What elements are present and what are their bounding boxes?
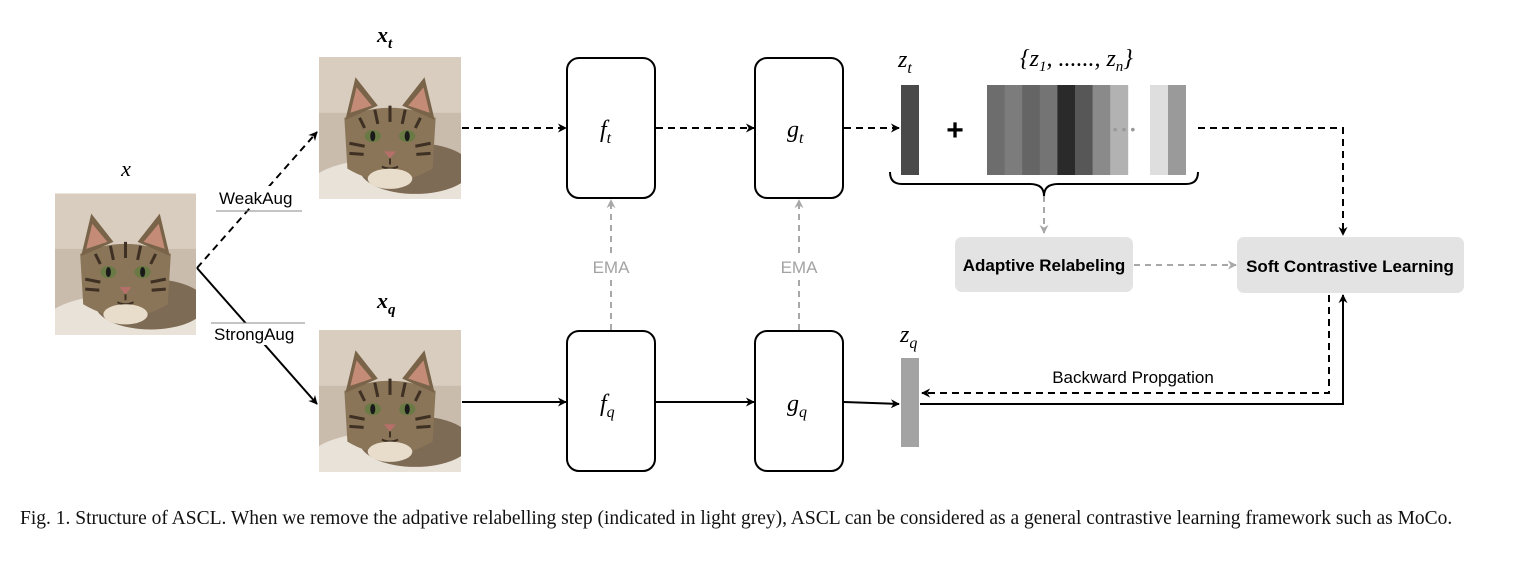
adaptive-relabeling-box: [955, 237, 1133, 292]
gt-projector-box: [754, 57, 844, 199]
queue-bar: [1022, 85, 1041, 175]
fq-label: fq: [600, 391, 615, 421]
backward-propagation-label: Backward Propgation: [1052, 368, 1214, 387]
zt-feature-bar: [901, 85, 919, 175]
figure-caption: Fig. 1. Structure of ASCL. When we remov…: [20, 508, 1453, 529]
gq-projector-box: [754, 330, 844, 472]
ema-label-g: EMA: [781, 258, 819, 277]
zq-label: zq: [899, 322, 917, 352]
ema-label-f: EMA: [593, 258, 631, 277]
xt-label: xt: [376, 22, 393, 52]
ft-encoder-box: [566, 57, 656, 199]
weak-aug-label: WeakAug: [219, 189, 292, 208]
queue-bar: [1075, 85, 1093, 175]
plus-sign: +: [946, 114, 964, 147]
ft-label: ft: [600, 117, 612, 147]
gt-label: gt: [787, 117, 804, 147]
queue-label: {z1, ......, zn}: [1020, 46, 1133, 75]
ascl-diagram: x xt xq WeakAug StrongAug ft fq gt gq: [55, 22, 1464, 472]
xq-label: xq: [376, 288, 396, 318]
zq-feature-bar: [901, 358, 919, 447]
fq-encoder-box: [566, 330, 656, 472]
queue-end-bar: [1150, 85, 1168, 175]
gq-to-zq-arrow: [843, 399, 900, 409]
queue-end-bars: [1150, 85, 1186, 175]
queue-brace: [889, 171, 1199, 197]
queue-bar: [1039, 85, 1058, 175]
gq-label: gq: [787, 391, 807, 421]
queue-bar: [1110, 85, 1129, 175]
queue-bar: [1092, 85, 1111, 175]
zq-to-scl-arrow: [920, 294, 1348, 405]
weak-aug-image: [319, 57, 461, 199]
queue-bar: [1004, 85, 1023, 175]
zt-label: zt: [897, 47, 912, 77]
queue-end-bar: [1168, 85, 1186, 175]
adaptive-relabeling-label: Adaptive Relabeling: [963, 256, 1125, 275]
queue-bars: [987, 85, 1129, 175]
input-image: [55, 193, 196, 335]
queue-to-scl-arrow: [1198, 127, 1348, 236]
backward-propagation-arrow: [921, 295, 1330, 398]
queue-ellipsis: • • •: [1113, 121, 1136, 137]
x-label: x: [120, 156, 131, 181]
soft-contrastive-box: [1237, 237, 1464, 293]
soft-contrastive-label: Soft Contrastive Learning: [1246, 257, 1454, 276]
queue-bar: [1057, 85, 1076, 175]
queue-bar: [987, 85, 1005, 175]
strong-aug-label: StrongAug: [214, 325, 294, 344]
strong-aug-image: [319, 330, 461, 472]
